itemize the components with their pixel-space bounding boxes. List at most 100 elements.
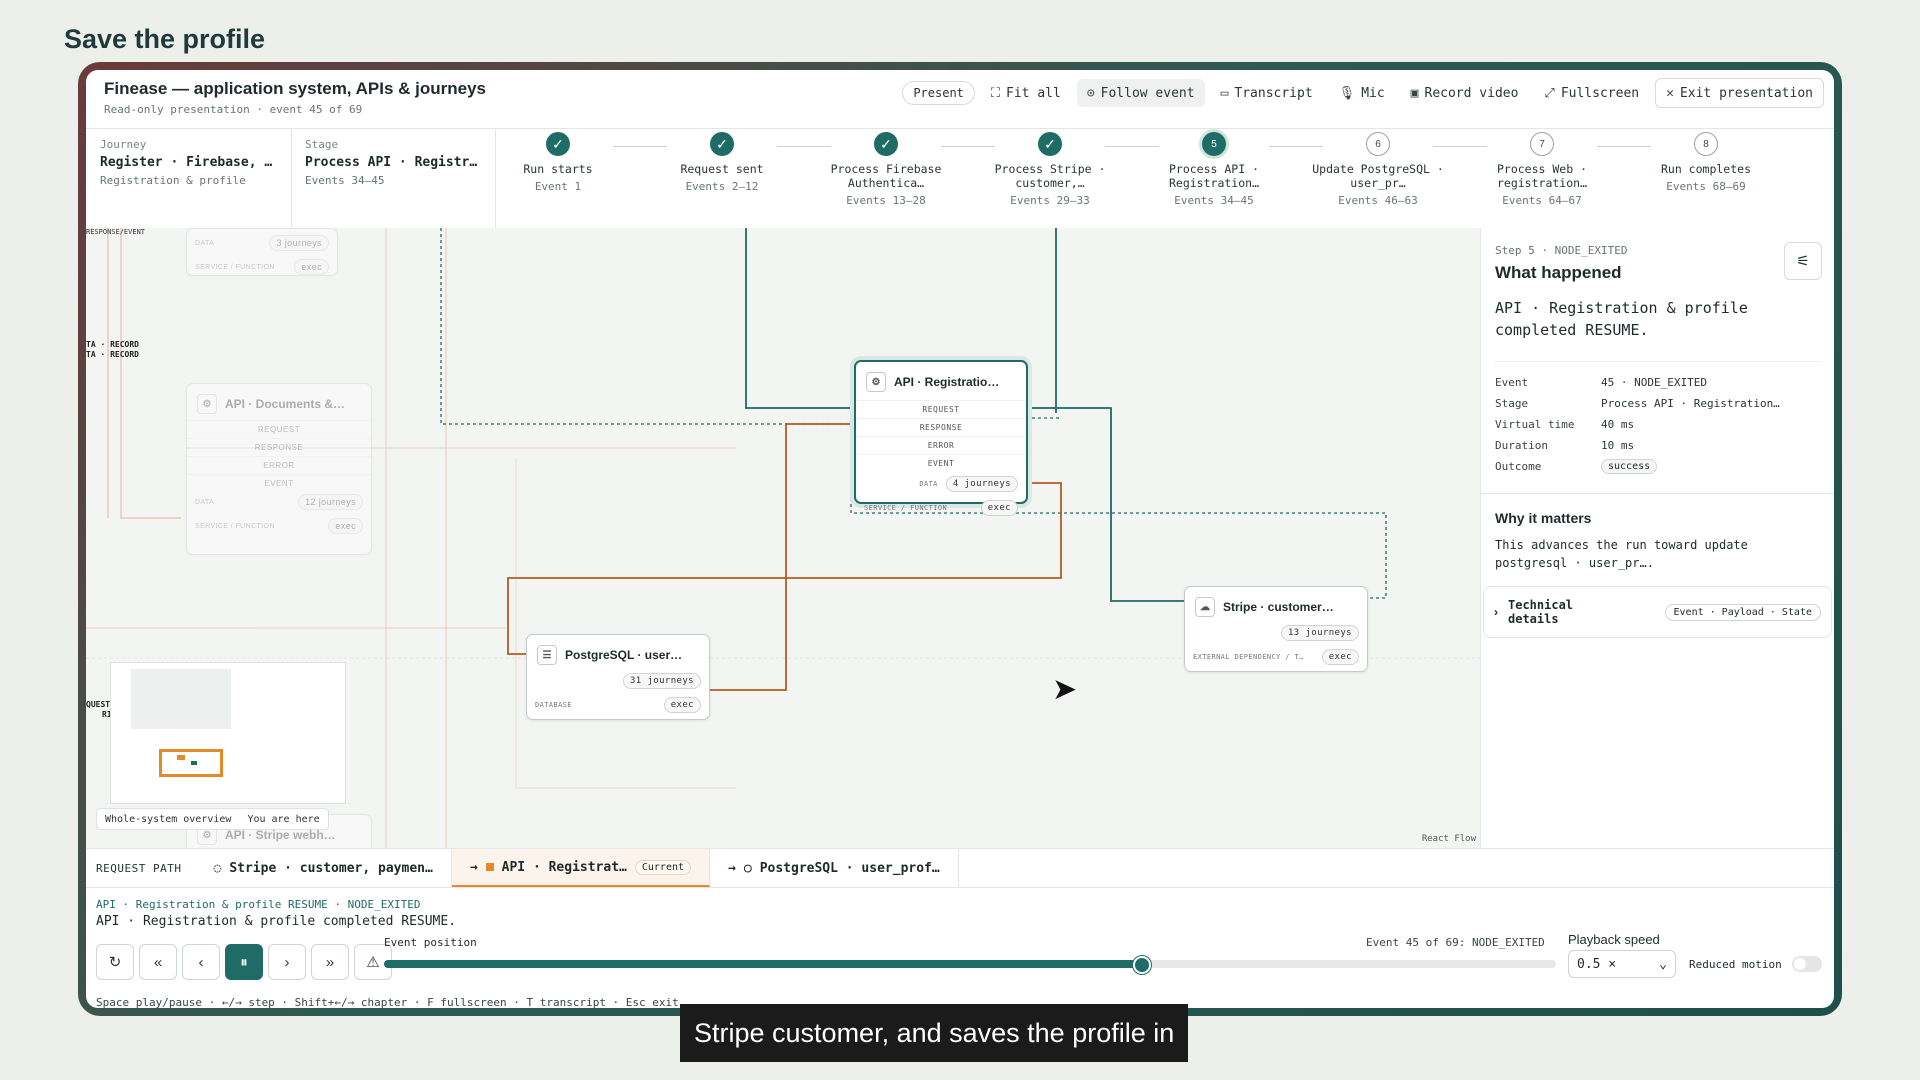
api-registration-node[interactable]: ⚙API · Registratio… REQUEST RESPONSE ERR… — [854, 360, 1028, 516]
record-video-label: Record video — [1424, 85, 1519, 101]
request-path-item-label: API · Registrat… — [501, 859, 627, 875]
request-path-label: REQUEST PATH — [96, 861, 182, 875]
exec-pill: exec — [663, 697, 701, 713]
step-label: Run starts — [523, 162, 593, 176]
faded-top-kind: SERVICE / FUNCTION — [195, 263, 275, 271]
panel-description: API · Registration & profile completed R… — [1495, 299, 1748, 339]
port-error[interactable]: ERROR — [856, 436, 1026, 454]
step-back-button[interactable]: ‹ — [182, 944, 220, 980]
next-chapter-button[interactable]: » — [311, 944, 349, 980]
left-label: RI — [102, 710, 112, 719]
faded-node-documents[interactable]: ⚙API · Documents &… REQUEST RESPONSE ERR… — [186, 383, 372, 555]
request-path-item-api[interactable]: →API · Registrat…Current — [451, 849, 711, 887]
tech-tags: Event · Payload · State — [1664, 603, 1821, 621]
previous-chapter-button[interactable]: « — [139, 944, 177, 980]
playback-controls: ↻ « ‹ ⏸ › » ⚠ — [96, 944, 392, 980]
arrow-right-icon: → — [728, 860, 736, 876]
toolbar: Present ⛶Fit all ⊙Follow event ▭Transcri… — [902, 78, 1824, 108]
faded-port: REQUEST — [187, 420, 371, 438]
edge-response-pg — [708, 423, 851, 691]
double-chevron-right-icon: » — [325, 953, 335, 971]
fit-all-label: Fit all — [1006, 85, 1061, 101]
event-count: Event 45 of 69: NODE_EXITED — [1366, 936, 1545, 949]
timeline-step[interactable]: ✓Process Firebase Authentica…Events 13–2… — [811, 132, 961, 207]
why-text: This advances the run toward update post… — [1495, 538, 1748, 570]
react-flow-credit[interactable]: React Flow — [1421, 834, 1476, 844]
port-request[interactable]: REQUEST — [856, 400, 1026, 418]
exit-presentation-button[interactable]: ✕Exit presentation — [1655, 78, 1824, 108]
reduced-motion-control: Reduced motion — [1689, 956, 1822, 972]
step-events: Event 1 — [534, 180, 582, 193]
transcript-button[interactable]: ▭Transcript — [1211, 79, 1323, 107]
technical-details-toggle[interactable]: › Technical details Event · Payload · St… — [1483, 586, 1832, 638]
sliders-icon: ⚟ — [1796, 253, 1810, 270]
check-icon: ✓ — [546, 132, 570, 156]
circle-icon: ○ — [743, 860, 752, 876]
postgresql-node[interactable]: ☰PostgreSQL · user… 31 journeys DATABASE… — [526, 634, 710, 720]
faded-docs-journeys: 12 journeys — [298, 494, 363, 510]
left-label: TA · RECORD — [86, 350, 139, 359]
minimap-caption-label: Whole-system overview — [105, 813, 232, 825]
step-number: 5 — [1202, 132, 1226, 156]
faded-docs-kind: SERVICE / FUNCTION — [195, 522, 275, 530]
pause-button[interactable]: ⏸ — [225, 944, 263, 980]
minimap-node — [191, 761, 197, 765]
port-event[interactable]: EVENT — [856, 454, 1026, 472]
app-subtitle: Read-only presentation · event 45 of 69 — [104, 103, 363, 116]
speed-value: 0.5 × — [1577, 956, 1617, 972]
request-path-item-stripe[interactable]: ◌Stripe · customer, paymen… — [195, 849, 452, 887]
slider-knob[interactable] — [1132, 956, 1151, 974]
warning-icon: ⚠ — [366, 954, 380, 971]
step-connector — [777, 146, 831, 147]
step-events: Events 34–45 — [1174, 194, 1254, 207]
fullscreen-button[interactable]: ⤢Fullscreen — [1534, 79, 1649, 107]
event-position-slider[interactable] — [384, 956, 1556, 974]
port-data[interactable]: DATA — [919, 480, 938, 488]
follow-event-button[interactable]: ⊙Follow event — [1076, 79, 1205, 107]
step-forward-button[interactable]: › — [268, 944, 306, 980]
present-badge: Present — [902, 81, 975, 105]
stage-label: Stage — [305, 138, 339, 151]
request-path-item-postgresql[interactable]: →○PostgreSQL · user_prof… — [710, 849, 959, 887]
node-kind: DATABASE — [535, 701, 572, 709]
port-response[interactable]: RESPONSE — [856, 418, 1026, 436]
step-label: Request sent — [680, 162, 764, 176]
mic-label: Mic — [1361, 85, 1385, 101]
timeline-step[interactable]: ✓Process Stripe · customer,…Events 29–33 — [975, 132, 1125, 207]
journey-sub: Registration & profile — [100, 174, 246, 187]
minimap-here-label: You are here — [247, 813, 320, 825]
stripe-node[interactable]: ☁Stripe · customer… 13 journeys EXTERNAL… — [1184, 586, 1368, 672]
left-label: QUEST — [86, 700, 111, 709]
journey-label: Journey — [100, 138, 147, 151]
playback-speed-select[interactable]: 0.5 ×⌄ — [1568, 950, 1676, 978]
filter-settings-button[interactable]: ⚟ — [1784, 242, 1822, 280]
fact-value: 40 ms — [1601, 418, 1635, 431]
video-caption: Stripe customer, and saves the profile i… — [680, 1004, 1189, 1062]
faded-docs-title: API · Documents &… — [225, 397, 346, 411]
restart-button[interactable]: ↻ — [96, 944, 134, 980]
fact-key: Outcome — [1495, 460, 1542, 473]
current-marker-icon — [485, 863, 494, 871]
close-icon: ✕ — [1666, 85, 1674, 101]
step-label: Process Web · registration… — [1496, 162, 1587, 190]
node-kind: EXTERNAL DEPENDENCY / T… — [1193, 653, 1304, 661]
mic-button[interactable]: 🎙Mic — [1329, 79, 1395, 107]
playback-speed-label: Playback speed — [1568, 932, 1660, 947]
reduced-motion-toggle[interactable] — [1791, 956, 1822, 972]
fit-all-button[interactable]: ⛶Fit all — [981, 79, 1071, 107]
record-video-button[interactable]: ▣Record video — [1401, 79, 1529, 107]
fact-key: Stage — [1495, 397, 1529, 410]
minimap[interactable] — [110, 662, 346, 804]
